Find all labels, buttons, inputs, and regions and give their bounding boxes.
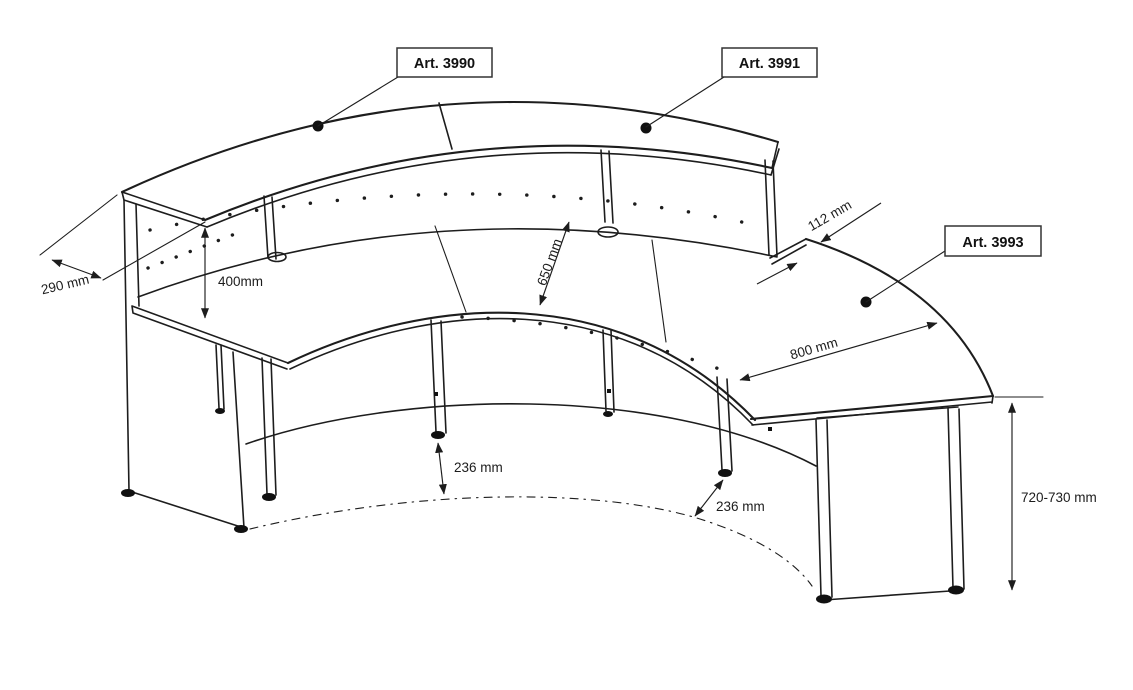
dim-right-leg-inset: 236 mm <box>694 479 765 517</box>
front-leg-left-foot <box>262 493 276 501</box>
left-slab <box>121 199 248 533</box>
label-3990-text: Art. 3990 <box>414 56 475 72</box>
top-shelf-segment-seam <box>438 102 453 150</box>
label-3991-text: Art. 3991 <box>739 56 800 72</box>
dim-290-ext-line-2 <box>102 221 206 281</box>
slab-foot-right <box>234 525 248 533</box>
right-post <box>764 159 778 257</box>
dim-650-arrow <box>539 221 570 306</box>
top-shelf-right-end-cap <box>770 141 780 176</box>
cable-grommet-right <box>597 226 619 238</box>
worktop-front-edge <box>286 311 757 422</box>
top-shelf-front-edge <box>203 144 774 222</box>
dim-center-leg-inset: 236 mm <box>435 442 503 495</box>
dim-height-label: 720-730 mm <box>1021 490 1097 505</box>
label-3993-box <box>944 225 1042 257</box>
dim-112-leader <box>820 202 882 243</box>
rear-leg-center <box>602 329 615 413</box>
top-shelf <box>120 100 780 228</box>
dim-work-height: 720-730 mm <box>994 396 1097 591</box>
top-shelf-front-thickness <box>206 151 772 228</box>
worktop-front-thickness <box>289 317 754 426</box>
label-3990-leader <box>317 76 399 127</box>
back-panel <box>137 192 778 298</box>
side-desk-front-edge <box>749 394 995 421</box>
side-desk-underside-rail <box>816 406 959 419</box>
dim-112-tick-arrow <box>756 262 798 285</box>
label-3991-box <box>721 47 818 78</box>
side-desk-back-edge <box>769 238 807 265</box>
front-leg-left <box>261 357 277 496</box>
front-leg-right <box>716 376 733 472</box>
dim-400-label: 400mm <box>218 274 263 289</box>
leg-connector-dot-1 <box>434 392 438 396</box>
dim-290-label: 290 mm <box>40 272 91 298</box>
shelf-posts <box>263 149 778 260</box>
front-leg-center <box>430 319 447 434</box>
dim-290-ext-line-1 <box>39 194 118 256</box>
middle-post <box>600 149 614 224</box>
panel-bottom-edge <box>137 228 778 298</box>
rear-leg-far-left-foot <box>215 408 225 414</box>
dim-shelf-height: 400mm <box>200 227 263 319</box>
slab-foot-left <box>121 489 135 497</box>
dim-236b-label: 236 mm <box>716 499 765 514</box>
dim-236a-arrow <box>435 442 447 495</box>
label-art-3991: Art. 3991 <box>645 47 818 128</box>
dim-650-label: 650 mm <box>534 237 565 288</box>
side-desk-leg-left <box>815 419 833 598</box>
rear-leg-far-left <box>215 344 225 410</box>
side-desk-leg-right <box>947 407 965 590</box>
front-leg-center-foot <box>431 431 445 439</box>
side-desk-foot-left <box>816 594 832 604</box>
left-post <box>263 195 277 260</box>
front-leg-right-foot <box>718 469 732 477</box>
label-3991-leader <box>645 76 725 128</box>
side-desk <box>749 237 995 604</box>
worktop-seam-right <box>651 239 667 343</box>
side-desk-base-edge <box>823 590 951 601</box>
side-desk-curved-edge <box>804 237 995 398</box>
left-slab-front-edges <box>123 199 140 492</box>
worktop-seam-left <box>434 225 467 313</box>
worktop-left-end-edge <box>131 305 289 370</box>
label-3993-text: Art. 3993 <box>962 235 1023 251</box>
leg-connector-dot-2 <box>607 389 611 393</box>
top-shelf-left-end-cap <box>121 191 208 228</box>
dim-800-arrow <box>739 321 938 382</box>
label-3990-box <box>396 47 493 78</box>
leg-connector-dot-3 <box>768 427 772 431</box>
dim-236b-arrow <box>694 479 724 517</box>
dim-112-label: 112 mm <box>805 197 854 234</box>
modesty-panel-bottom-edge <box>245 403 817 467</box>
rear-leg-center-foot <box>603 411 613 417</box>
label-3993-leader <box>865 250 946 303</box>
panel-hole-row-lower <box>146 230 242 270</box>
label-art-3993: Art. 3993 <box>865 225 1042 303</box>
floor-projection-arc <box>249 496 813 587</box>
label-art-3990: Art. 3990 <box>317 47 493 127</box>
dim-236a-label: 236 mm <box>454 460 503 475</box>
dim-290-arrow <box>51 259 102 279</box>
worktop-legs <box>215 319 772 501</box>
left-slab-rear-and-bottom <box>128 351 245 529</box>
dim-worktop-depth: 650 mm <box>534 221 570 306</box>
worktop <box>131 225 757 426</box>
dim-side-desk-width: 800 mm <box>739 321 938 382</box>
panel-hole-row-upper <box>148 192 762 232</box>
side-desk-foot-right <box>948 585 964 595</box>
cable-grommet-left <box>267 251 287 263</box>
top-shelf-back-edge <box>120 100 780 194</box>
